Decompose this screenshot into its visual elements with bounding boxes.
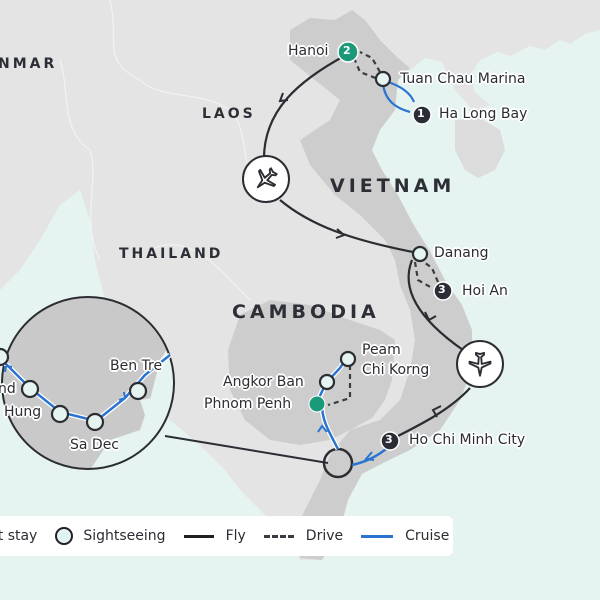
legend-overnight-stay: ght stay <box>0 528 37 544</box>
mekong-inset <box>2 297 174 469</box>
place-label-hoi-an: Hoi An <box>462 283 508 299</box>
plane-icon-north <box>256 167 278 189</box>
place-label-chi-korng: Chi Korng <box>362 362 430 378</box>
country-label-myanmar: NMAR <box>0 56 58 72</box>
place-label-ha-long: Ha Long Bay <box>439 106 528 122</box>
country-label-laos: LAOS <box>202 106 256 122</box>
marker-hanoi <box>337 41 359 63</box>
place-label-hcmc: Ho Chi Minh City <box>409 432 526 448</box>
place-label-danang: Danang <box>434 245 489 261</box>
inset-border <box>1 296 175 470</box>
land-cambodia <box>228 300 395 445</box>
legend-label-overnight: ght stay <box>0 528 38 544</box>
place-label-tuan-chau: Tuan Chau Marina <box>400 71 526 87</box>
fly-line-swatch-icon <box>183 534 214 538</box>
legend-sightseeing: Sightseeing <box>55 527 166 545</box>
marker-hcmc <box>380 431 400 451</box>
place-label-peam: Peam <box>362 342 401 358</box>
land-mainland <box>0 0 600 560</box>
place-label-hanoi: Hanoi <box>288 43 329 59</box>
hcmc-nights: 3 <box>385 433 393 446</box>
country-label-thailand: THAILAND <box>119 246 224 262</box>
marker-hoi-an <box>433 281 453 301</box>
country-label-cambodia: CAMBODIA <box>232 301 380 323</box>
inset-label-ben-tre: Ben Tre <box>110 358 163 374</box>
map-legend: ght stay Sightseeing Fly Drive Cruise <box>0 516 453 556</box>
marker-ha-long <box>412 105 432 125</box>
cruise-line-swatch-icon <box>361 534 394 538</box>
hoi-an-nights: 3 <box>438 283 446 296</box>
sightseeing-swatch-icon <box>55 527 74 545</box>
legend-fly: Fly <box>183 528 246 544</box>
land-vietnam <box>290 10 472 560</box>
marker-tuan-chau <box>374 70 392 88</box>
inset-label-nd: nd <box>0 381 16 397</box>
route-fly-danang <box>279 199 419 255</box>
route-fly-danang-south <box>407 259 464 351</box>
marker-angkor-ban <box>318 373 336 391</box>
legend-label-cruise: Cruise <box>405 528 450 544</box>
inset-label-sa-dec: Sa Dec <box>70 437 120 453</box>
plane-icon-south <box>468 351 492 377</box>
place-label-phnom-penh: Phnom Penh <box>204 396 292 412</box>
place-label-angkor-ban: Angkor Ban <box>223 374 304 390</box>
country-label-vietnam: VIETNAM <box>330 175 456 197</box>
ha-long-nights: 1 <box>417 107 425 120</box>
legend-drive: Drive <box>263 528 344 544</box>
legend-label-sightseeing: Sightseeing <box>83 528 166 544</box>
marker-peam <box>339 350 357 368</box>
route-fly-hanoi <box>262 54 347 164</box>
legend-label-fly: Fly <box>225 528 246 544</box>
marker-phnom-penh <box>308 395 326 413</box>
inset-label-hung: Hung <box>4 404 42 420</box>
hanoi-nights: 2 <box>343 44 351 57</box>
land-hainan <box>455 118 505 178</box>
drive-line-swatch-icon <box>263 534 294 538</box>
marker-danang <box>411 245 429 263</box>
route-fly-hcmc <box>389 387 471 441</box>
legend-cruise: Cruise <box>361 528 449 544</box>
legend-label-drive: Drive <box>305 528 344 544</box>
